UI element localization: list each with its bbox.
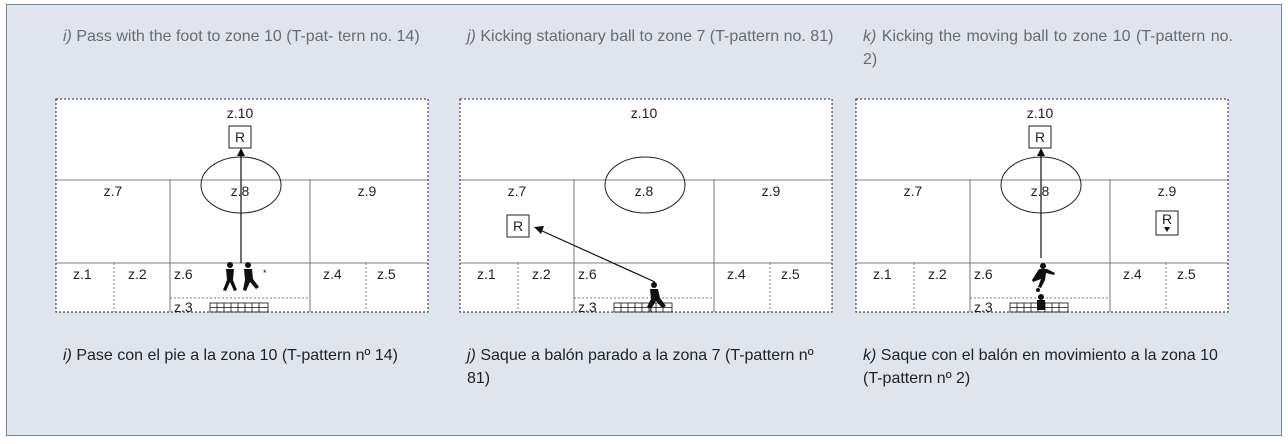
figure-frame: i) Pass with the foot to zone 10 (T-pat-… — [6, 4, 1282, 436]
zone-label-z9: z.9 — [762, 183, 781, 199]
panel-title-en: j) Kicking stationary ball to zone 7 (T-… — [467, 25, 837, 48]
panel-letter: i) — [63, 28, 72, 45]
player-icon — [647, 282, 666, 309]
field-svg: R z.10 z.7 z.8 z.9 z.1 z.2 z.6 z.4 z.5 z… — [459, 98, 833, 317]
zone-label-z2: z.2 — [128, 266, 147, 282]
panel-title-text: Kicking stationary ball to zone 7 (T-pat… — [480, 28, 834, 45]
zone-label-z8: z.8 — [1031, 183, 1050, 199]
zone-label-z9: z.9 — [1158, 183, 1177, 199]
panel-caption-es: i) Pase con el pie a la zona 10 (T-patte… — [63, 344, 433, 367]
receiver-label: R — [513, 218, 523, 234]
goal-icon — [209, 302, 269, 313]
zone-ellipse — [604, 156, 686, 214]
zone-label-z2: z.2 — [928, 266, 947, 282]
zone-label-z4: z.4 — [1123, 266, 1142, 282]
zone-label-z4: z.4 — [323, 266, 342, 282]
panel-title-en: k) Kicking the moving ball to zone 10 (T… — [863, 25, 1233, 71]
zone-label-z7: z.7 — [104, 183, 123, 199]
pass-arrow — [539, 229, 656, 283]
field-diagram: R z.10 z.7 z.8 z.9 z.1 z.2 z.6 z.4 z.5 z… — [55, 98, 435, 318]
zone-label-z3: z.3 — [974, 299, 993, 315]
goal-icon — [1009, 302, 1069, 313]
zone-label-z6: z.6 — [174, 266, 193, 282]
zone-label-z1: z.1 — [477, 266, 496, 282]
zone-label-z7: z.7 — [904, 183, 923, 199]
panel-letter: k) — [863, 347, 877, 364]
zone-label-z6: z.6 — [974, 266, 993, 282]
ball-icon: * — [233, 286, 237, 296]
receiver-box — [506, 214, 530, 238]
player-icon — [223, 262, 237, 291]
panel-letter: k) — [863, 28, 877, 45]
receiver-label: R — [235, 129, 245, 145]
receiver-box — [1028, 125, 1052, 149]
zone-label-z6: z.6 — [578, 266, 597, 282]
arrow-head — [237, 148, 245, 156]
zone-label-z3: z.3 — [174, 299, 193, 315]
zone-label-z9: z.9 — [358, 183, 377, 199]
zone-label-z1: z.1 — [873, 266, 892, 282]
zone-label-z10: z.10 — [1027, 105, 1054, 121]
goal-icon — [613, 302, 673, 313]
player-icon — [243, 262, 259, 291]
panel-title-en: i) Pass with the foot to zone 10 (T-pat-… — [63, 25, 433, 48]
receiver-marker-icon — [1164, 227, 1170, 232]
ball-icon — [1036, 288, 1040, 292]
zone-label-z4: z.4 — [727, 266, 746, 282]
arrow-head — [534, 226, 544, 234]
zone-label-z10: z.10 — [227, 105, 254, 121]
zone-label-z5: z.5 — [377, 266, 396, 282]
panel-letter: j) — [467, 347, 476, 364]
receiver-box-2 — [1155, 210, 1179, 236]
field-diagram: R R z.10 z.7 z.8 z.9 z.1 z.2 z.6 z.4 z.5… — [855, 98, 1235, 318]
receiver-label: R — [1035, 129, 1045, 145]
receiver-label-2: R — [1162, 211, 1172, 227]
zone-label-z7: z.7 — [508, 183, 527, 199]
panel-title-text: Kicking the moving ball to zone 10 (T-pa… — [863, 28, 1233, 68]
zone-label-z1: z.1 — [73, 266, 92, 282]
panel-caption-es: j) Saque a balón parado a la zona 7 (T-p… — [467, 344, 837, 390]
zone-label-z5: z.5 — [1177, 266, 1196, 282]
field-diagram: R z.10 z.7 z.8 z.9 z.1 z.2 z.6 z.4 z.5 z… — [459, 98, 839, 318]
panel-caption-text: Saque con el balón en movimiento a la zo… — [863, 347, 1218, 387]
panel-k: k) Kicking the moving ball to zone 10 (T… — [855, 5, 1263, 435]
field-svg: R z.10 z.7 z.8 z.9 z.1 z.2 z.6 z.4 z.5 z… — [55, 98, 429, 315]
panel-caption-es: k) Saque con el balón en movimiento a la… — [863, 344, 1233, 390]
zone-label-z5: z.5 — [781, 266, 800, 282]
panel-letter: i) — [63, 347, 72, 364]
ball-icon: * — [263, 268, 267, 278]
panel-letter: j) — [467, 28, 476, 45]
panel-i: i) Pass with the foot to zone 10 (T-pat-… — [55, 5, 463, 435]
panel-caption-text: Saque a balón parado a la zona 7 (T-patt… — [467, 347, 814, 387]
zone-label-z8: z.8 — [635, 183, 654, 199]
field-outline — [459, 98, 833, 313]
zone-label-z2: z.2 — [532, 266, 551, 282]
arrow-head — [1037, 148, 1045, 156]
zone-label-z3: z.3 — [578, 299, 597, 315]
receiver-box — [228, 125, 252, 149]
field-svg: R R z.10 z.7 z.8 z.9 z.1 z.2 z.6 z.4 z.5… — [855, 98, 1229, 315]
panel-caption-text: Pase con el pie a la zona 10 (T-pattern … — [76, 347, 398, 364]
panel-title-text: Pass with the foot to zone 10 (T-pat- te… — [76, 28, 420, 45]
panel-j: j) Kicking stationary ball to zone 7 (T-… — [459, 5, 867, 435]
zone-label-z10: z.10 — [631, 105, 658, 121]
player-icon — [1032, 263, 1055, 288]
zone-label-z8: z.8 — [231, 183, 250, 199]
